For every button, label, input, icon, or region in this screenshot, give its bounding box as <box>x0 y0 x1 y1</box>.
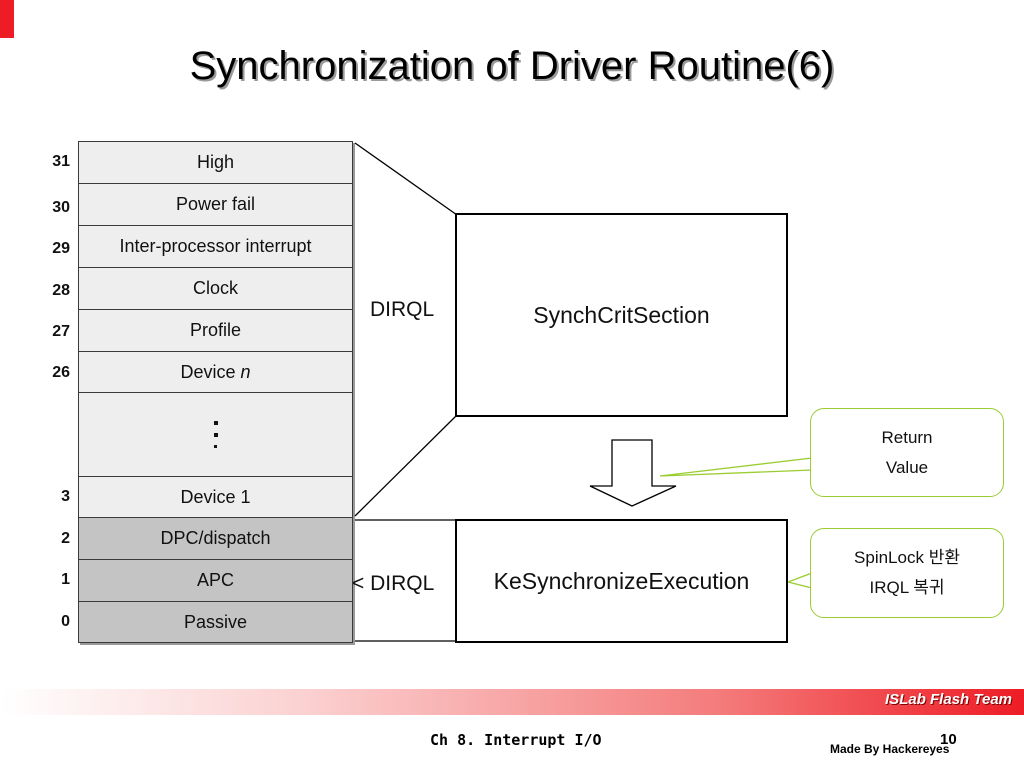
ellipsis-dots <box>213 421 218 448</box>
synch-crit-section-box: SynchCritSection <box>455 213 788 417</box>
level-num-3: 3 <box>61 488 70 505</box>
below-dirql-label: < DIRQL <box>352 572 435 595</box>
callout-return-line1: Return <box>881 427 933 447</box>
level-num-28: 28 <box>52 282 70 299</box>
connector-top-upper <box>354 142 458 216</box>
connector-bottom-upper <box>354 414 458 517</box>
footer-made-by: Made By Hackereyes <box>830 742 950 756</box>
down-arrow-icon <box>589 439 677 507</box>
callout-pointer-spinlock <box>785 572 813 589</box>
level-num-31: 31 <box>52 153 70 170</box>
level-num-30: 30 <box>52 199 70 216</box>
level-num-26: 26 <box>52 364 70 381</box>
level-num-2: 2 <box>61 530 70 547</box>
irql-row-clock: Clock <box>78 267 353 310</box>
callout-pointer-return <box>659 457 813 477</box>
irql-row-device-1: Device 1 <box>78 476 353 518</box>
corner-accent <box>0 0 14 38</box>
irql-row-inter-processor: Inter-processor interrupt <box>78 225 353 268</box>
ke-synchronize-execution-box: KeSynchronizeExecution <box>455 519 788 643</box>
irql-row-power-fail: Power fail <box>78 183 353 226</box>
callout-spinlock-line1: SpinLock 반환 <box>854 548 960 567</box>
irql-row-passive: Passive <box>78 601 353 643</box>
slide-title: Synchronization of Driver Routine(6) <box>189 44 835 88</box>
level-num-29: 29 <box>52 240 70 257</box>
footer-band <box>0 689 1024 715</box>
callout-return-line2: Value <box>885 457 929 477</box>
irql-row-device-n: Device n <box>78 351 353 393</box>
level-num-27: 27 <box>52 323 70 340</box>
callout-spinlock-line2: IRQL 복귀 <box>869 578 945 597</box>
level-num-0: 0 <box>61 613 70 630</box>
ke-synchronize-execution-label: KeSynchronizeExecution <box>493 567 750 594</box>
level-num-1: 1 <box>61 571 70 588</box>
footer-chapter: Ch 8. Interrupt I/O <box>430 731 602 749</box>
callout-spinlock: SpinLock 반환 IRQL 복귀 <box>810 528 1004 618</box>
device-n-label: Device n <box>180 361 251 382</box>
irql-row-apc: APC <box>78 559 353 602</box>
dirql-label: DIRQL <box>370 298 435 321</box>
footer-brand: ISLab Flash Team <box>885 691 1012 708</box>
footer-page-number: 10 <box>940 731 957 748</box>
synch-crit-section-label: SynchCritSection <box>533 301 710 328</box>
irql-row-profile: Profile <box>78 309 353 352</box>
callout-return-value: Return Value <box>810 408 1004 497</box>
